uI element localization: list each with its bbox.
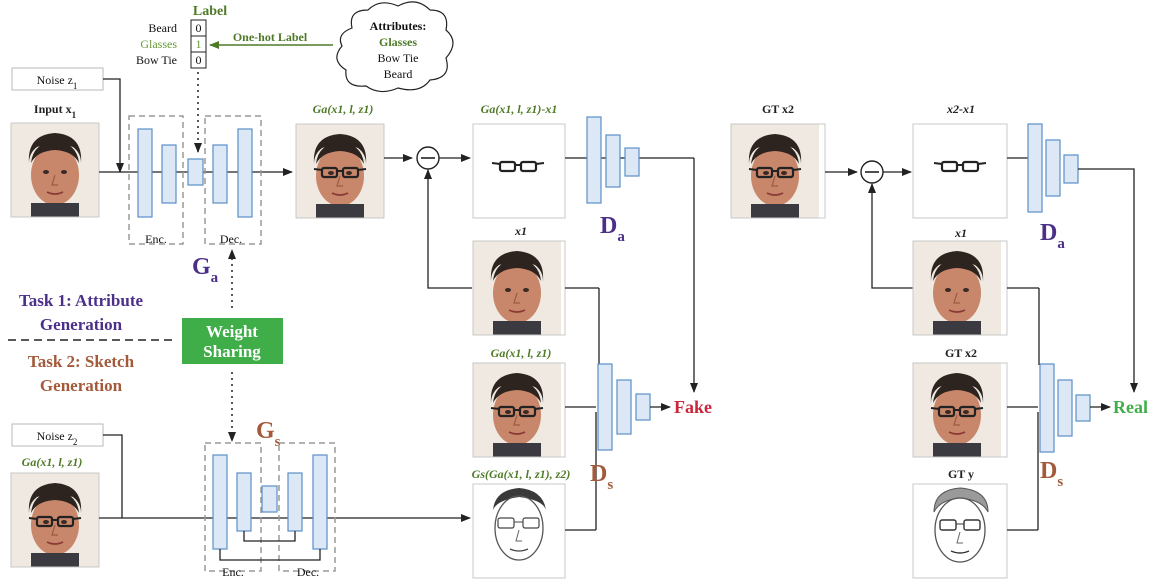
label-bowtie-value: 0 xyxy=(196,53,202,67)
x1-photo-mid xyxy=(472,240,566,336)
gs-output-caption: Gs(Ga(x1, l, z1), z2) xyxy=(472,467,571,481)
subtract-icon xyxy=(860,160,884,184)
x1-to-subtract-right xyxy=(868,183,913,289)
encoder-top: Enc. xyxy=(128,115,184,246)
gt-x2-caption-top: GT x2 xyxy=(762,102,794,116)
enc-label: Enc. xyxy=(222,565,244,579)
x1-caption-right: x1 xyxy=(954,226,967,240)
dec-bar xyxy=(287,472,303,532)
gt-x2-photo xyxy=(912,362,1008,458)
latent-bar-bottom xyxy=(261,485,278,513)
disc-bar xyxy=(624,147,640,177)
disc-bar xyxy=(1057,379,1073,437)
cloud-title: Attributes: xyxy=(370,19,427,33)
one-hot-label: One-hot Label xyxy=(233,30,308,44)
generator-ga-label: Ga xyxy=(192,254,219,286)
cloud-item-glasses: Glasses xyxy=(379,35,417,49)
ga-photo-fake xyxy=(472,362,566,458)
enc-label: Enc. xyxy=(145,232,167,246)
ga-output-photo xyxy=(295,123,385,219)
ga-output-caption: Ga(x1, l, z1) xyxy=(313,102,374,116)
dec-bar xyxy=(312,454,328,550)
noise-z2-line xyxy=(103,434,123,518)
subtract-icon xyxy=(416,146,440,170)
cloud-shape xyxy=(336,1,454,93)
label-glasses-value: 1 xyxy=(196,37,202,51)
discriminator-da-label: Da xyxy=(600,213,625,245)
ga-diff-caption: Ga(x1, l, z1)-x1 xyxy=(481,102,558,116)
disc-bar xyxy=(597,363,613,451)
disc-bar xyxy=(1039,363,1055,453)
x1-caption-mid: x1 xyxy=(514,224,527,238)
decoder-bottom: Dec. xyxy=(278,442,336,579)
generator-gs-label: Gs xyxy=(256,418,281,450)
decoder-top: Dec. xyxy=(204,115,262,246)
disc-bar xyxy=(586,116,602,204)
dec-label: Dec. xyxy=(297,565,319,579)
disc-bar xyxy=(616,379,632,435)
discriminator-ds-fake xyxy=(597,363,651,451)
enc-bar xyxy=(161,144,177,204)
sketch-face xyxy=(912,483,1008,579)
real-label: Real xyxy=(1113,397,1148,417)
discriminator-da-top xyxy=(586,116,640,204)
cloud-item-bowtie: Bow Tie xyxy=(377,51,418,65)
input-x1-photo xyxy=(10,122,100,218)
ga-diff-image xyxy=(472,123,566,219)
dec-bar xyxy=(237,128,253,218)
gs-input-caption: Ga(x1, l, z1) xyxy=(22,455,83,469)
disc-bar xyxy=(635,393,651,421)
da-to-real-arrow xyxy=(1078,168,1138,393)
enc-bar xyxy=(212,454,228,550)
gt-y-caption: GT y xyxy=(948,467,974,481)
discriminator-ds-label-real: Ds xyxy=(1040,458,1063,490)
discriminator-da-label-right: Da xyxy=(1040,220,1065,252)
latent-bar-top xyxy=(187,158,204,186)
dec-label: Dec. xyxy=(220,232,242,246)
label-glasses: Glasses xyxy=(140,37,177,51)
attributes-cloud: Attributes: Glasses Bow Tie Beard xyxy=(336,1,454,93)
x2-diff-image xyxy=(912,123,1008,219)
gt-x2-photo-top xyxy=(730,123,826,219)
skip-connection xyxy=(219,549,321,561)
label-block: Label Beard Glasses Bow Tie 0 1 0 xyxy=(136,4,227,69)
noise-z1-arrow xyxy=(103,78,124,173)
x2-diff-caption: x2-x1 xyxy=(946,102,975,116)
x1-to-subtract-top xyxy=(424,169,472,289)
disc-bar xyxy=(605,134,621,188)
disc-bar xyxy=(1075,394,1091,422)
dec-bar xyxy=(212,144,228,204)
discriminator-da-right xyxy=(1027,123,1079,213)
x1-photo-right xyxy=(912,240,1008,336)
noise-z1-label: Noise z1 xyxy=(37,73,78,91)
enc-bar xyxy=(236,472,252,532)
weight-sharing-box xyxy=(182,318,283,364)
noise-z2-label: Noise z2 xyxy=(37,429,78,447)
gs-input-photo xyxy=(10,472,100,568)
ga-caption-fake: Ga(x1, l, z1) xyxy=(491,346,552,360)
label-beard: Beard xyxy=(148,21,177,35)
fake-label: Fake xyxy=(674,397,712,417)
skip-connection xyxy=(243,531,296,542)
enc-bar xyxy=(137,128,153,218)
discriminator-ds-label-fake: Ds xyxy=(590,461,613,493)
discriminator-ds-real xyxy=(1039,363,1091,453)
disc-bar xyxy=(1045,139,1061,197)
label-bowtie: Bow Tie xyxy=(136,53,177,67)
disc-bar xyxy=(1027,123,1043,213)
encoder-bottom: Enc. xyxy=(204,442,262,579)
label-beard-value: 0 xyxy=(196,21,202,35)
disc-bar xyxy=(1063,154,1079,184)
gt-x2-caption: GT x2 xyxy=(945,346,977,360)
cloud-item-beard: Beard xyxy=(384,67,413,81)
sketch-face xyxy=(472,483,566,579)
label-title: Label xyxy=(193,4,227,19)
input-x1-caption: Input x1 xyxy=(34,102,77,120)
